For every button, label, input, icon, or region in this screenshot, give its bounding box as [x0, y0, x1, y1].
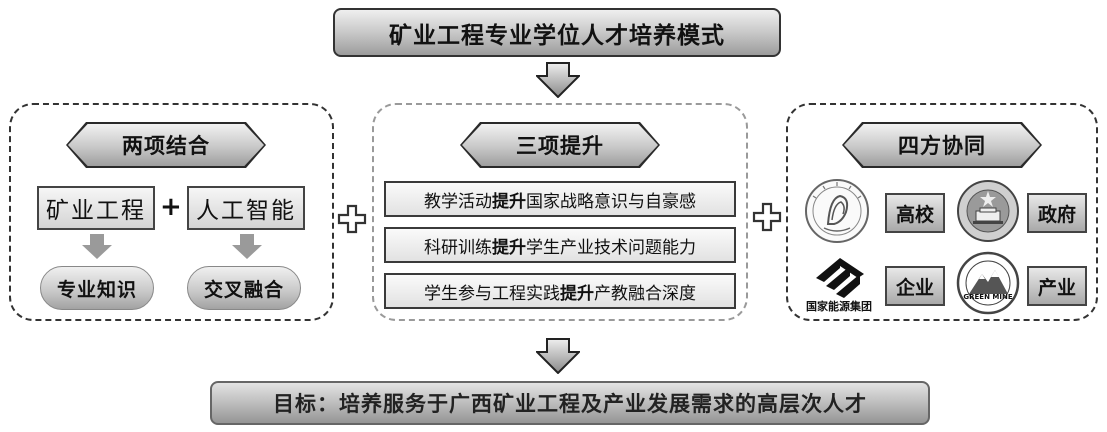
box-artificial-intelligence-label: 人工智能 — [196, 198, 296, 224]
down-arrow-icon — [232, 234, 262, 259]
green-mine-caption: GREEN MINE — [963, 293, 1013, 301]
group-two-combinations — [9, 103, 334, 321]
label-government: 政府 — [1027, 193, 1087, 233]
banner-four-party-collaboration: 四方协同 — [842, 122, 1042, 168]
box-mining-engineering: 矿业工程 — [37, 186, 155, 230]
improvement-item-prefix: 科研训练 — [424, 237, 492, 258]
box-mining-engineering-label: 矿业工程 — [46, 198, 146, 224]
label-government-text: 政府 — [1037, 203, 1076, 226]
improvement-item: 教学活动提升国家战略意识与自豪感 — [384, 181, 736, 217]
label-industry: 产业 — [1027, 266, 1087, 306]
improvement-item: 学生参与工程实践提升产教融合深度 — [384, 273, 736, 309]
improvement-item-suffix: 产教融合深度 — [594, 283, 696, 304]
improvement-item-suffix: 学生产业技术问题能力 — [526, 237, 696, 258]
down-arrow-icon — [536, 62, 580, 98]
improvement-item-prefix: 教学活动 — [424, 191, 492, 212]
banner-four-party-collaboration-label: 四方协同 — [844, 124, 1040, 166]
improvement-item: 科研训练提升学生产业技术问题能力 — [384, 227, 736, 263]
pill-professional-knowledge: 专业知识 — [40, 266, 154, 310]
group-four-party-collaboration — [786, 103, 1098, 321]
group-three-improvements — [372, 103, 748, 321]
pill-cross-integration: 交叉融合 — [187, 266, 301, 310]
plus-icon — [337, 204, 367, 234]
improvement-item-keyword: 提升 — [492, 237, 526, 258]
university-seal-icon — [805, 179, 869, 243]
box-artificial-intelligence: 人工智能 — [187, 186, 305, 230]
label-industry-text: 产业 — [1037, 276, 1076, 299]
goal-text: 目标：培养服务于广西矿业工程及产业发展需求的高层次人才 — [273, 392, 867, 416]
down-arrow-icon — [82, 234, 112, 259]
improvement-item-keyword: 提升 — [492, 191, 526, 212]
energy-group-logo-icon — [816, 258, 864, 298]
pill-professional-knowledge-label: 专业知识 — [56, 278, 137, 301]
improvement-item-prefix: 学生参与工程实践 — [424, 283, 560, 304]
goal-bar: 目标：培养服务于广西矿业工程及产业发展需求的高层次人才 — [210, 381, 930, 425]
label-university-text: 高校 — [895, 203, 934, 226]
improvement-item-keyword: 提升 — [560, 283, 594, 304]
improvement-item-suffix: 国家战略意识与自豪感 — [526, 191, 696, 212]
label-enterprise: 企业 — [885, 266, 945, 306]
plus-sign: + — [160, 192, 182, 222]
pill-cross-integration-label: 交叉融合 — [203, 278, 284, 301]
banner-three-improvements: 三项提升 — [460, 122, 660, 168]
national-emblem-icon — [957, 180, 1019, 242]
banner-two-combinations: 两项结合 — [66, 122, 266, 168]
title-text: 矿业工程专业学位人才培养模式 — [389, 22, 725, 49]
title-bar: 矿业工程专业学位人才培养模式 — [333, 8, 781, 57]
label-university: 高校 — [885, 193, 945, 233]
plus-icon — [752, 202, 782, 232]
down-arrow-icon — [536, 338, 580, 374]
label-enterprise-text: 企业 — [895, 276, 934, 299]
green-mine-logo-icon — [956, 251, 1020, 315]
energy-group-caption: 国家能源集团 — [806, 300, 872, 313]
banner-three-improvements-label: 三项提升 — [462, 124, 658, 166]
banner-two-combinations-label: 两项结合 — [68, 124, 264, 166]
